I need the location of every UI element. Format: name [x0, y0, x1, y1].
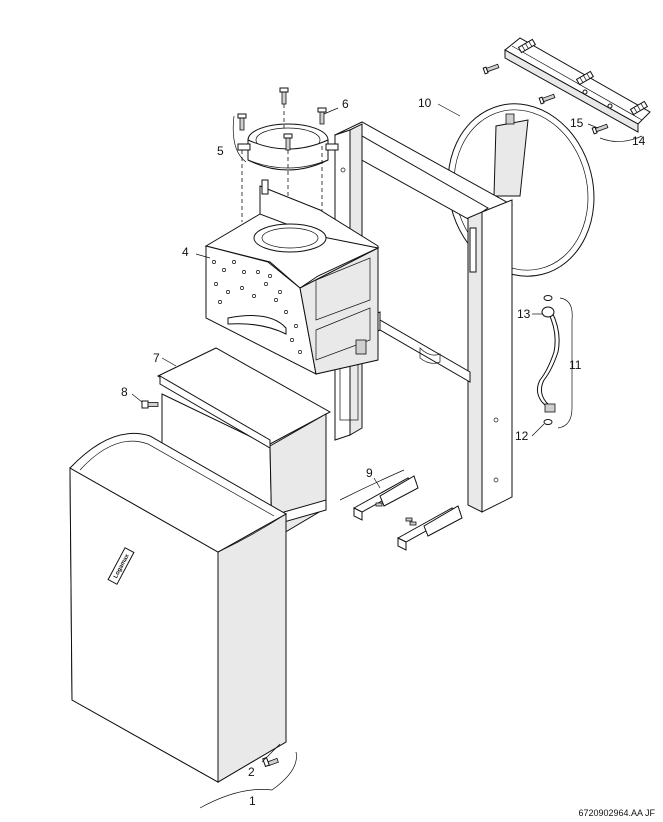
- callout-11: 11: [569, 358, 582, 372]
- callout-1: 1: [249, 794, 256, 808]
- callout-7: 7: [153, 351, 160, 365]
- pressure-gauge-capillary: [536, 295, 560, 425]
- rail-screws: [482, 63, 609, 135]
- drawing-reference: 6720902964.AA JF: [578, 808, 655, 818]
- callout-13: 13: [517, 307, 531, 321]
- hinge-brackets: [352, 475, 463, 551]
- callout-9: 9: [366, 466, 373, 480]
- casing-screw: [141, 400, 159, 409]
- callout-14: 14: [632, 134, 646, 148]
- heat-cell-rivets: [212, 260, 302, 354]
- leader-lines: [131, 103, 599, 489]
- callout-10: 10: [418, 96, 432, 110]
- callout-8: 8: [121, 385, 128, 399]
- wall-plugs: [517, 38, 649, 116]
- heat-cell: [204, 179, 380, 375]
- flue-screws: [237, 87, 327, 151]
- callout-12: 12: [515, 429, 529, 443]
- callout-2: 2: [248, 765, 255, 779]
- callout-5: 5: [217, 144, 224, 158]
- callout-labels: 1 2 4 5 6 7 8 9 10 11 12 13 14 15: [121, 96, 646, 808]
- callout-4: 4: [182, 245, 189, 259]
- front-cover: Logamax: [69, 432, 288, 783]
- callout-6: 6: [342, 97, 349, 111]
- callout-15: 15: [570, 116, 584, 130]
